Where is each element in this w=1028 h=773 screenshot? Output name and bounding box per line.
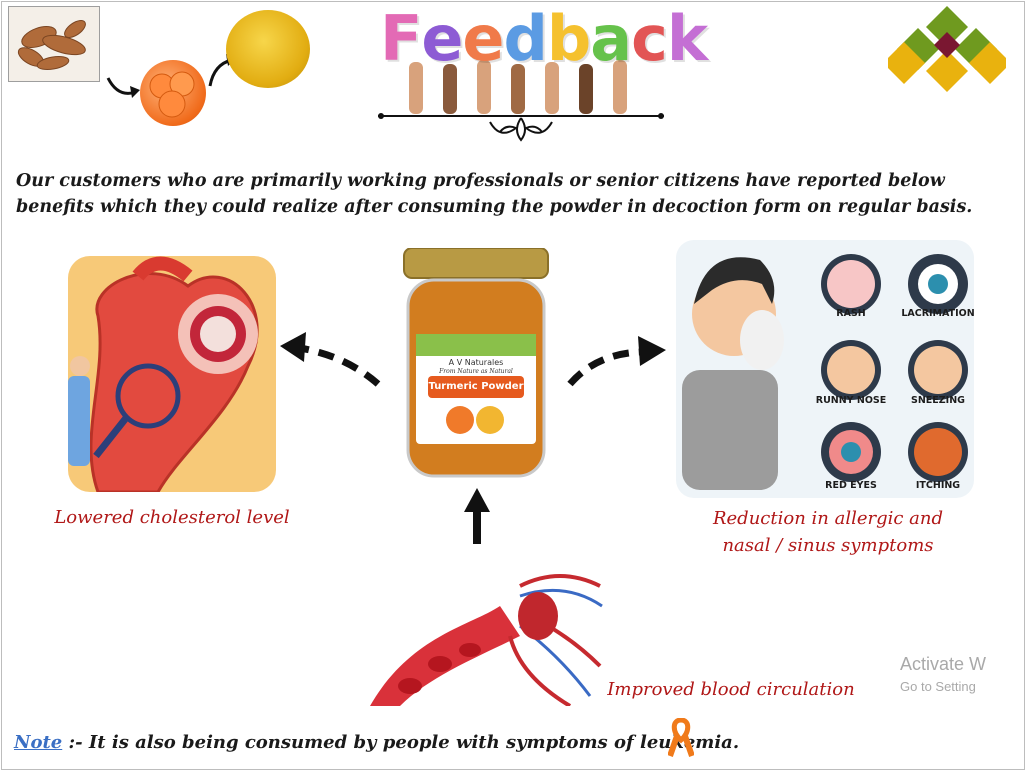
intro-text: Our customers who are primarily working … bbox=[16, 171, 973, 217]
turmeric-powder-image bbox=[226, 10, 310, 88]
symptom-red-eyes-label: RED EYES bbox=[825, 480, 877, 491]
symptom-rash-label: RASH bbox=[836, 308, 866, 319]
turmeric-powder-jar: A V Naturales From Nature as Natural Tur… bbox=[398, 247, 554, 480]
allergy-caption: Reduction in allergic and nasal / sinus … bbox=[680, 505, 976, 559]
feedback-letter: F bbox=[380, 2, 422, 75]
feedback-letter: d bbox=[503, 2, 547, 75]
symptom-lacrimation-label: LACRIMATION bbox=[901, 308, 974, 319]
feedback-letter: a bbox=[590, 2, 632, 75]
feedback-title: Feedback bbox=[380, 2, 708, 75]
turmeric-root-image bbox=[8, 6, 100, 82]
awareness-ribbon-icon bbox=[668, 718, 694, 757]
symptom-runny-nose-label: RUNNY NOSE bbox=[815, 395, 887, 406]
blood-circulation-illustration bbox=[370, 546, 606, 708]
feedback-letter: e bbox=[421, 2, 463, 75]
go-to-settings-watermark: Go to Setting bbox=[900, 679, 976, 694]
activate-windows-watermark: Activate W bbox=[900, 654, 987, 674]
feedback-letter: k bbox=[666, 2, 708, 75]
arrow-from-blood-icon bbox=[464, 488, 490, 544]
blood-circulation-caption: Improved blood circulation bbox=[607, 679, 855, 700]
jar-brand: A V Naturales bbox=[448, 358, 504, 367]
note-line: Note :- It is also being consumed by peo… bbox=[14, 732, 739, 753]
allergy-caption-line1: Reduction in allergic and bbox=[712, 508, 944, 529]
jar-tagline: From Nature as Natural bbox=[439, 368, 513, 375]
symptom-sneezing-label: SNEEZING bbox=[911, 395, 965, 406]
allergy-caption-line2: nasal / sinus symptoms bbox=[722, 535, 934, 556]
feedback-letter: c bbox=[631, 2, 668, 75]
arrow-to-cholesterol-icon bbox=[280, 332, 381, 387]
ornamental-divider-icon bbox=[378, 113, 664, 142]
arrow-to-allergy-icon bbox=[567, 336, 666, 387]
arrow-root-to-slice-icon bbox=[106, 77, 140, 98]
heart-illustration bbox=[68, 256, 276, 492]
cholesterol-caption: Lowered cholesterol level bbox=[54, 507, 290, 528]
note-label: Note bbox=[14, 732, 63, 753]
feedback-letter: b bbox=[546, 2, 591, 75]
turmeric-slice-image bbox=[140, 60, 206, 126]
note-text: :- It is also being consumed by people w… bbox=[62, 732, 740, 753]
allergy-symptoms-illustration: RASH LACRIMATION RUNNY NOSE SNEEZING RED… bbox=[676, 240, 974, 498]
feedback-letter: e bbox=[462, 2, 504, 75]
jar-product-label: Turmeric Powder bbox=[428, 381, 524, 392]
raised-hands-image bbox=[395, 58, 655, 114]
symptom-itching-label: ITCHING bbox=[915, 480, 961, 491]
brand-logo-icon bbox=[888, 6, 1006, 92]
